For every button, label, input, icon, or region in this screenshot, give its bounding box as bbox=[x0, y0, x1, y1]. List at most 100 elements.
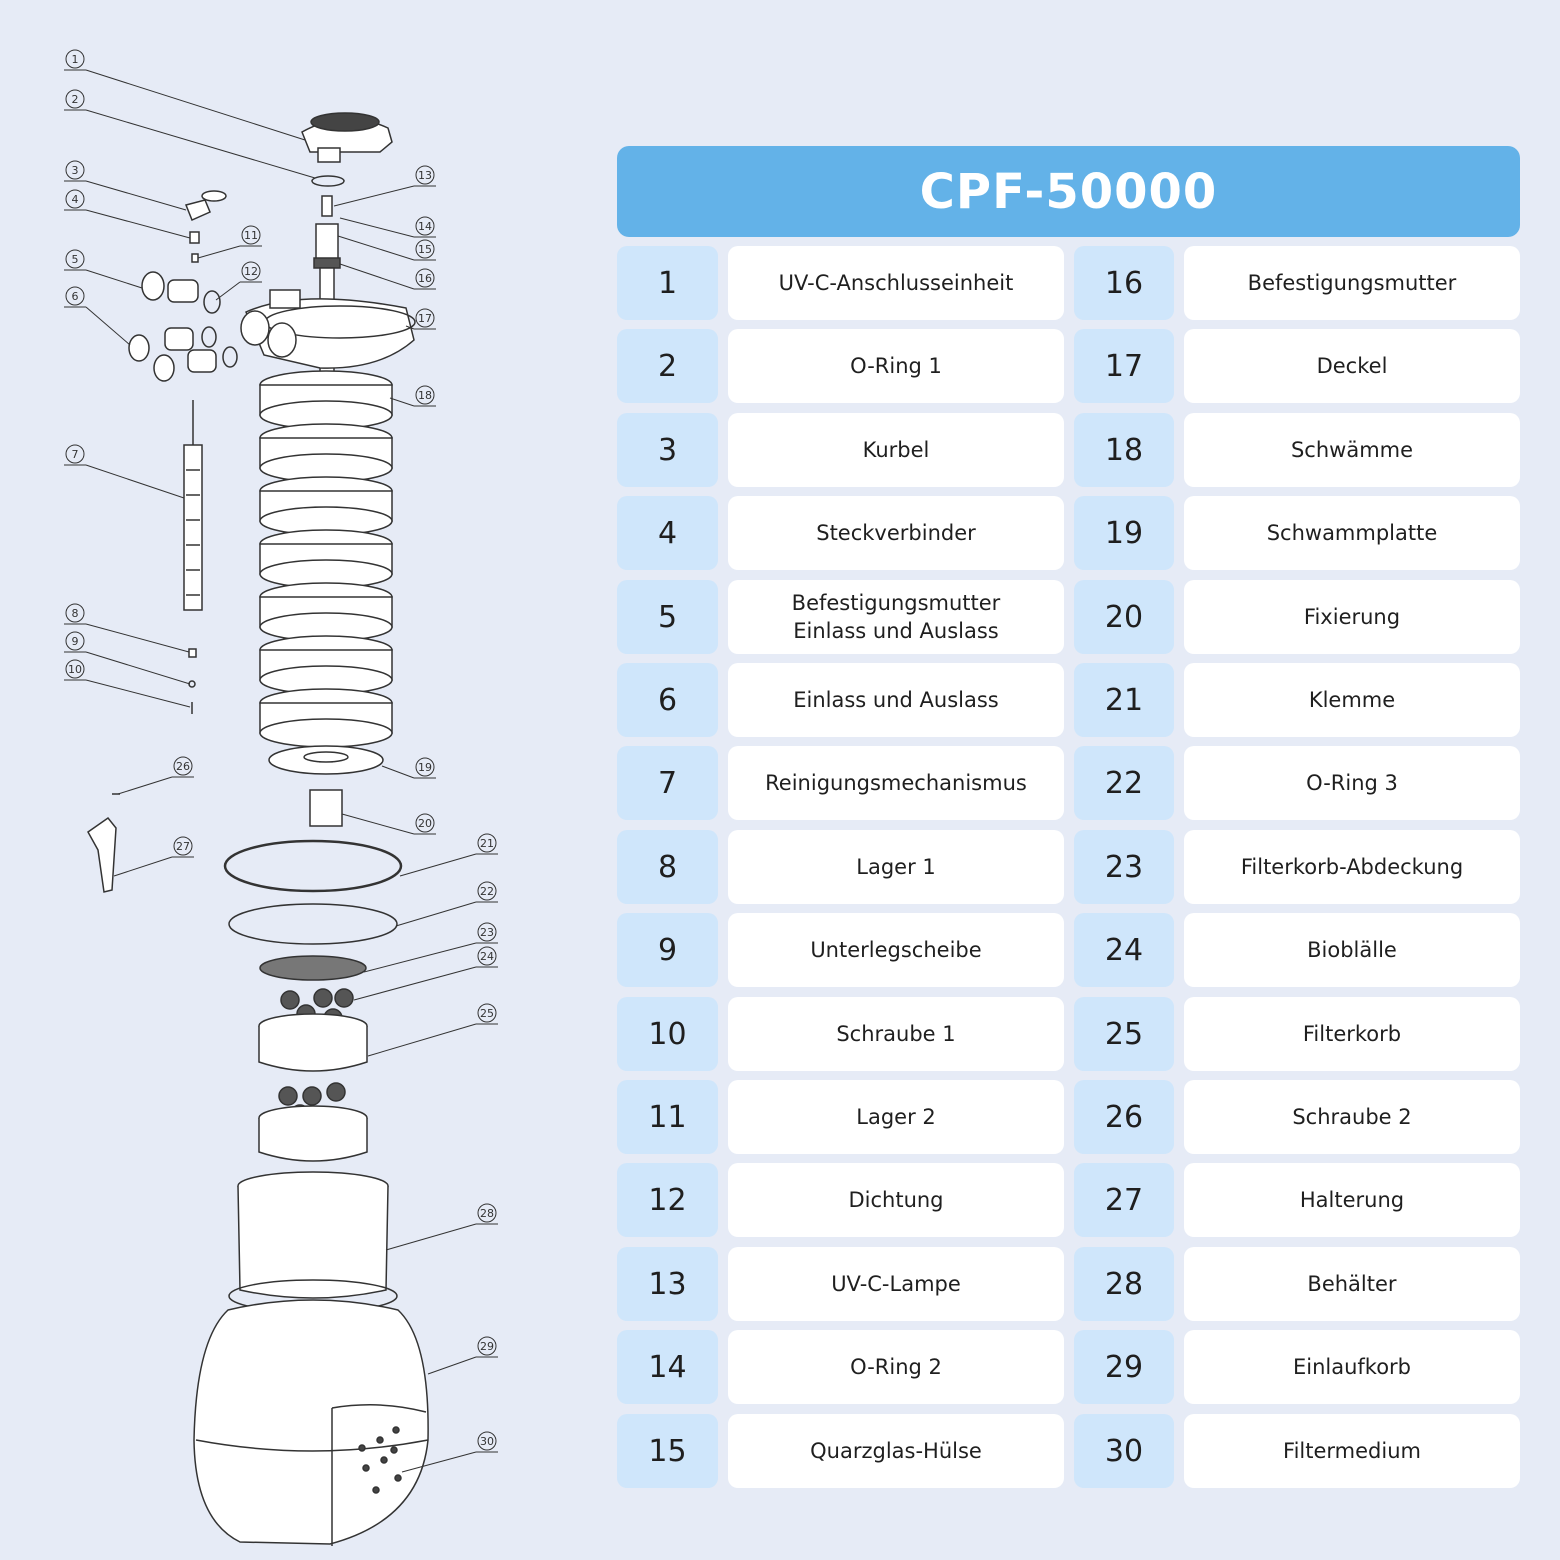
callout-24: 24 bbox=[480, 950, 494, 963]
part-sponge-plate bbox=[268, 745, 384, 775]
part-number: 23 bbox=[1074, 830, 1174, 904]
callout-23: 23 bbox=[480, 926, 494, 939]
callout-22: 22 bbox=[480, 885, 494, 898]
part-number: 29 bbox=[1074, 1330, 1174, 1404]
callout-13: 13 bbox=[418, 169, 432, 182]
part-name: Schraube 1 bbox=[728, 997, 1064, 1071]
callout-4: 4 bbox=[72, 193, 79, 206]
part-name: Dichtung bbox=[728, 1163, 1064, 1237]
part-number: 9 bbox=[617, 913, 718, 987]
part-number: 13 bbox=[617, 1247, 718, 1321]
part-name: Filtermedium bbox=[1184, 1414, 1520, 1488]
part-crank bbox=[184, 190, 227, 222]
part-name: Einlass und Auslass bbox=[728, 663, 1064, 737]
part-connector bbox=[189, 231, 200, 244]
part-name: UV-C-Anschlusseinheit bbox=[728, 246, 1064, 320]
part-name: Steckverbinder bbox=[728, 496, 1064, 570]
part-o-ring-1 bbox=[311, 175, 345, 187]
part-sponges bbox=[259, 370, 393, 748]
part-name: Befestigungsmutter bbox=[1184, 246, 1520, 320]
callout-8: 8 bbox=[72, 607, 79, 620]
part-filter-medium bbox=[358, 1426, 402, 1494]
part-number: 8 bbox=[617, 830, 718, 904]
part-cleaning-mechanism bbox=[183, 400, 203, 611]
callout-10: 10 bbox=[68, 663, 82, 676]
part-name: Deckel bbox=[1184, 329, 1520, 403]
part-fixation bbox=[309, 789, 343, 827]
part-uv-connection-unit bbox=[301, 112, 393, 163]
part-name: O-Ring 2 bbox=[728, 1330, 1064, 1404]
part-holder bbox=[87, 816, 117, 893]
part-number: 10 bbox=[617, 997, 718, 1071]
part-o-ring-3 bbox=[228, 903, 398, 945]
part-number: 27 bbox=[1074, 1163, 1174, 1237]
part-bearing-2 bbox=[191, 253, 199, 263]
part-number: 4 bbox=[617, 496, 718, 570]
callout-26: 26 bbox=[176, 760, 190, 773]
part-name: Behälter bbox=[1184, 1247, 1520, 1321]
callout-30: 30 bbox=[480, 1435, 494, 1448]
part-number: 18 bbox=[1074, 413, 1174, 487]
part-name: Unterlegscheibe bbox=[728, 913, 1064, 987]
part-name: Befestigungsmutter Einlass und Auslass bbox=[728, 580, 1064, 654]
part-number: 5 bbox=[617, 580, 718, 654]
part-name: Filterkorb-Abdeckung bbox=[1184, 830, 1520, 904]
part-number: 11 bbox=[617, 1080, 718, 1154]
part-number: 17 bbox=[1074, 329, 1174, 403]
part-number: 15 bbox=[617, 1414, 718, 1488]
part-name: Schraube 2 bbox=[1184, 1080, 1520, 1154]
callout-18: 18 bbox=[418, 389, 432, 402]
part-name: Schwammplatte bbox=[1184, 496, 1520, 570]
part-number: 28 bbox=[1074, 1247, 1174, 1321]
part-name: Lager 1 bbox=[728, 830, 1064, 904]
part-number: 24 bbox=[1074, 913, 1174, 987]
part-number: 2 bbox=[617, 329, 718, 403]
callout-9: 9 bbox=[72, 635, 79, 648]
part-container bbox=[228, 1171, 398, 1313]
part-inlet-outlet bbox=[128, 271, 238, 382]
part-name: Fixierung bbox=[1184, 580, 1520, 654]
callout-19: 19 bbox=[418, 761, 432, 774]
part-number: 22 bbox=[1074, 746, 1174, 820]
part-number: 7 bbox=[617, 746, 718, 820]
part-number: 19 bbox=[1074, 496, 1174, 570]
part-name: Bioblälle bbox=[1184, 913, 1520, 987]
part-bearing-1 bbox=[188, 648, 197, 658]
part-name: Kurbel bbox=[728, 413, 1064, 487]
callout-circles: 1 2 3 4 5 6 7 8 9 10 11 12 13 14 15 16 1… bbox=[65, 49, 497, 1451]
part-name: Einlaufkorb bbox=[1184, 1330, 1520, 1404]
exploded-view-diagram: 1 2 3 4 5 6 7 8 9 10 11 12 13 14 15 16 1… bbox=[64, 49, 498, 1546]
part-number: 30 bbox=[1074, 1414, 1174, 1488]
part-filter-basket-cover bbox=[259, 955, 367, 981]
part-number: 21 bbox=[1074, 663, 1174, 737]
callout-17: 17 bbox=[418, 312, 432, 325]
callout-leaders bbox=[64, 69, 498, 1473]
part-number: 26 bbox=[1074, 1080, 1174, 1154]
callout-5: 5 bbox=[72, 253, 79, 266]
part-lid bbox=[240, 289, 416, 369]
callout-6: 6 bbox=[72, 290, 79, 303]
callout-14: 14 bbox=[418, 220, 432, 233]
part-number: 14 bbox=[617, 1330, 718, 1404]
callout-15: 15 bbox=[418, 243, 432, 256]
part-number: 3 bbox=[617, 413, 718, 487]
callout-2: 2 bbox=[72, 93, 79, 106]
callout-11: 11 bbox=[244, 229, 258, 242]
part-filter-basket bbox=[258, 1013, 368, 1162]
callout-29: 29 bbox=[480, 1340, 494, 1353]
part-name: O-Ring 1 bbox=[728, 329, 1064, 403]
callout-16: 16 bbox=[418, 272, 432, 285]
part-number: 12 bbox=[617, 1163, 718, 1237]
part-number: 16 bbox=[1074, 246, 1174, 320]
callout-3: 3 bbox=[72, 164, 79, 177]
part-name: UV-C-Lampe bbox=[728, 1247, 1064, 1321]
part-number: 25 bbox=[1074, 997, 1174, 1071]
callout-27: 27 bbox=[176, 840, 190, 853]
part-inlet-basket bbox=[193, 1299, 429, 1546]
callout-28: 28 bbox=[480, 1207, 494, 1220]
part-name: Halterung bbox=[1184, 1163, 1520, 1237]
part-number: 20 bbox=[1074, 580, 1174, 654]
part-name: Schwämme bbox=[1184, 413, 1520, 487]
part-name: Filterkorb bbox=[1184, 997, 1520, 1071]
part-name: O-Ring 3 bbox=[1184, 746, 1520, 820]
